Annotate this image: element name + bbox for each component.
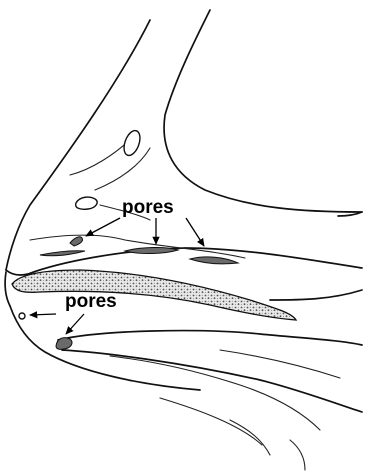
- pores-label-lower: pores: [65, 291, 117, 312]
- lower-arrows: [30, 314, 84, 334]
- upper-pore-2: [40, 251, 85, 256]
- upper-pore-1: [70, 237, 83, 246]
- upper-pore-4: [190, 257, 238, 264]
- arrow-upper-left: [86, 218, 120, 236]
- small-opening: [76, 197, 98, 209]
- upper-arrows: [86, 218, 204, 246]
- upper-pore-3: [125, 247, 178, 253]
- upper-lip-band: [12, 270, 296, 320]
- lower-pore-row: [19, 313, 72, 349]
- nostril-opening: [121, 128, 143, 157]
- arrow-upper-right: [186, 218, 204, 246]
- lower-pore-small: [19, 313, 25, 319]
- arrow-lower-left: [30, 314, 56, 315]
- arrow-lower-right: [66, 314, 84, 334]
- upper-pore-row: [40, 237, 238, 264]
- lower-jaw: [58, 331, 362, 470]
- pores-label-upper: pores: [122, 197, 174, 218]
- snout-outline: [5, 10, 362, 390]
